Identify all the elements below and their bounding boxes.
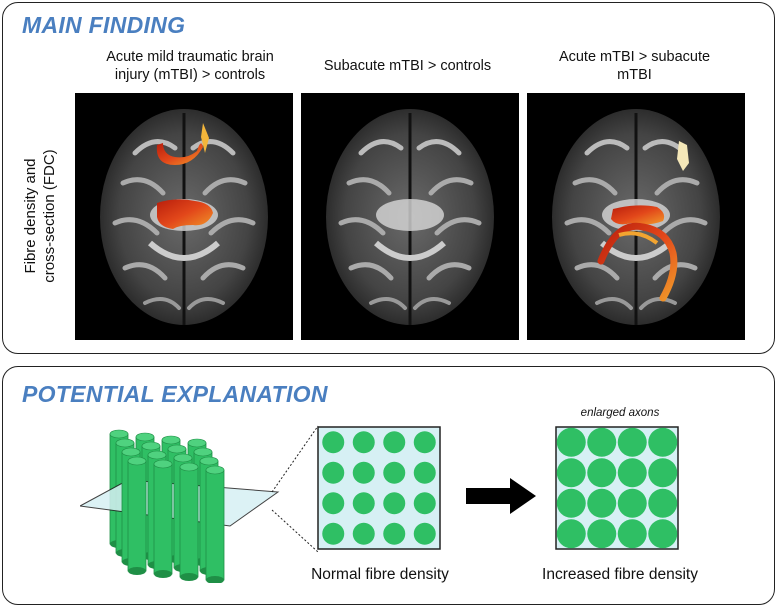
column-title-line: Acute mild traumatic brain (106, 49, 274, 65)
enlarged-axon-circle (617, 427, 647, 457)
right-arrow-icon (466, 478, 536, 514)
axon-circle (413, 431, 436, 454)
fibre-cylinder-top (173, 453, 193, 463)
axon-circle (383, 461, 406, 484)
normal-density-caption: Normal fibre density (311, 566, 449, 583)
enlarged-axon-circle (617, 458, 647, 488)
fibre-cylinder-top (121, 447, 141, 457)
column-title-subacute-vs-controls: Subacute mTBI > controls (295, 57, 520, 75)
fibre-cylinder-top (109, 429, 129, 439)
axon-circle (383, 492, 406, 515)
increased-density-cross-section (555, 426, 679, 550)
fibre-cylinder (127, 460, 147, 572)
axon-circle (413, 522, 436, 545)
axon-circle (352, 492, 375, 515)
axon-circle (352, 461, 375, 484)
fibre-cylinder-top (199, 456, 219, 466)
axon-circle (322, 431, 345, 454)
column-title-line: injury (mTBI) > controls (114, 67, 266, 83)
axon-circle (383, 522, 406, 545)
enlarged-axon-circle (587, 488, 617, 518)
enlarged-axon-circle (556, 458, 586, 488)
brain-image-acute-vs-controls (75, 93, 293, 340)
column-title-line: Acute mTBI > subacute (558, 49, 711, 65)
fibre-cylinder-base (128, 567, 146, 575)
fibre-cylinder-top (187, 438, 207, 448)
fibre-cylinder-top (205, 465, 225, 475)
column-title-acute-vs-subacute: Acute mTBI > subacute mTBI (522, 48, 747, 84)
enlarged-axon-circle (648, 427, 678, 457)
y-axis-label-line: Fibre density and (22, 158, 39, 274)
fibre-cylinder-top (127, 456, 147, 466)
y-axis-label: Fibre density and cross-section (FDC) (21, 136, 59, 296)
potential-explanation-heading: POTENTIAL EXPLANATION (22, 381, 328, 407)
enlarged-axon-circle (556, 519, 586, 549)
axon-circle (322, 492, 345, 515)
fibre-cylinder-top (147, 450, 167, 460)
fibre-cylinder-top (153, 459, 173, 469)
axon-circle (322, 461, 345, 484)
axon-circle (322, 522, 345, 545)
fibre-cylinder-base (180, 573, 198, 581)
enlarged-axon-circle (648, 488, 678, 518)
column-title-acute-vs-controls: Acute mild traumatic brain injury (mTBI)… (70, 48, 310, 84)
enlarged-axon-circle (587, 458, 617, 488)
brain-image-acute-vs-subacute (527, 93, 745, 340)
zoom-lines (270, 424, 320, 554)
axon-circle (352, 522, 375, 545)
fibre-cylinder-base (154, 570, 172, 578)
enlarged-axon-circle (617, 488, 647, 518)
main-finding-heading: MAIN FINDING (22, 12, 186, 38)
axon-circle (413, 492, 436, 515)
fibre-cylinder-base (206, 576, 224, 583)
axon-circle (383, 431, 406, 454)
fibre-cylinder-top (167, 444, 187, 454)
enlarged-axon-circle (587, 519, 617, 549)
axon-circle (352, 431, 375, 454)
enlarged-axon-circle (648, 519, 678, 549)
fibre-cylinder-top (193, 447, 213, 457)
fibre-cylinder-top (141, 441, 161, 451)
enlarged-axon-circle (587, 427, 617, 457)
fibre-cylinder-top (179, 462, 199, 472)
enlarged-axon-circle (556, 427, 586, 457)
column-title-line: mTBI (617, 67, 652, 83)
fibre-cylinder-top (161, 435, 181, 445)
enlarged-axon-circle (617, 519, 647, 549)
y-axis-label-line: cross-section (FDC) (41, 149, 58, 283)
enlarged-axon-circle (556, 488, 586, 518)
fibre-cylinder-top (135, 432, 155, 442)
fibre-cylinder (205, 469, 225, 581)
enlarged-axons-note: enlarged axons (580, 407, 660, 419)
fibre-bundle-illustration (80, 418, 295, 583)
column-title-line: Subacute mTBI > controls (323, 58, 492, 74)
enlarged-axon-circle (648, 458, 678, 488)
fibre-cylinder (153, 463, 173, 575)
normal-density-cross-section (317, 426, 441, 550)
fibre-cylinder-top (115, 438, 135, 448)
fibre-cylinder (179, 466, 199, 578)
brain-image-subacute-vs-controls (301, 93, 519, 340)
axon-circle (413, 461, 436, 484)
increased-density-caption: Increased fibre density (542, 566, 698, 583)
